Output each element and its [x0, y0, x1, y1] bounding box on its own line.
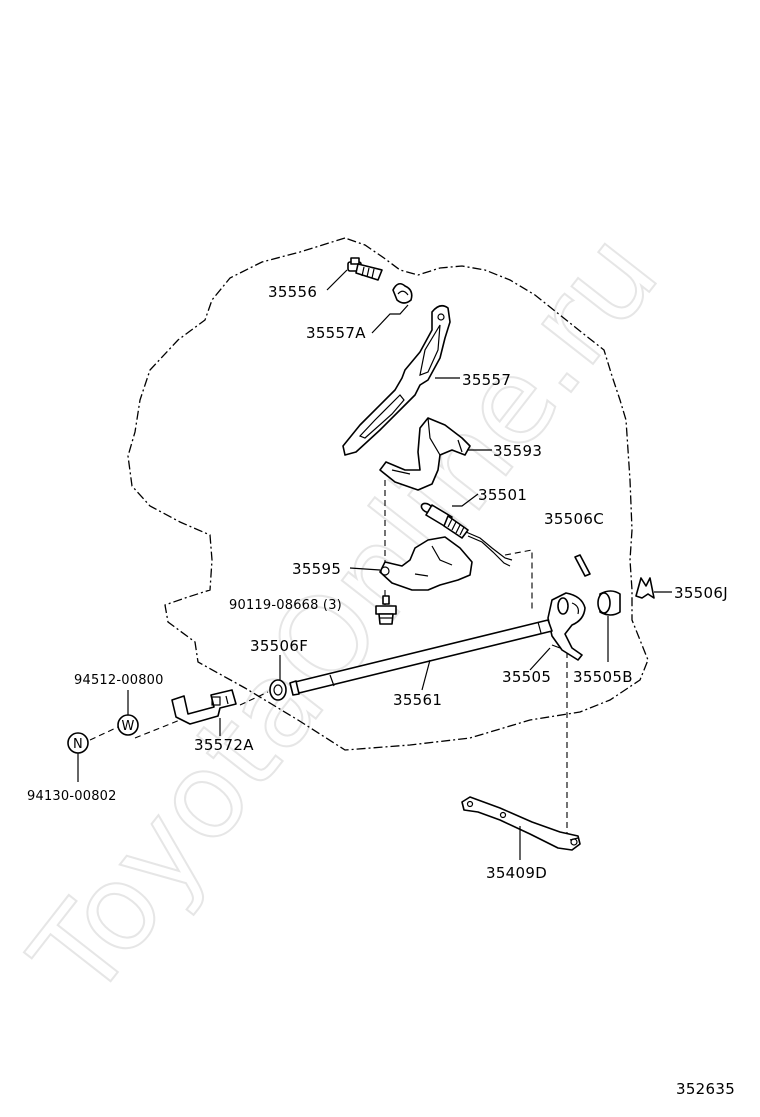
nut-symbol: N — [67, 732, 89, 754]
label-35505: 35505 — [502, 668, 551, 686]
sleeve-35505B — [597, 590, 621, 616]
bracket-35593 — [379, 417, 471, 491]
align-line-5 — [134, 691, 269, 739]
label-94130: 94130-00802 — [27, 789, 117, 804]
transmission-case-outline — [127, 237, 649, 751]
label-94512: 94512-00800 — [74, 673, 164, 688]
label-35506C: 35506C — [544, 510, 604, 528]
nut-symbol-letter: N — [73, 737, 83, 752]
label-35593: 35593 — [493, 442, 542, 460]
bolt-90119 — [375, 595, 397, 625]
bracket-35572A — [171, 689, 237, 725]
label-35557A: 35557A — [306, 324, 366, 342]
label-35501: 35501 — [478, 486, 527, 504]
label-35572A: 35572A — [194, 736, 254, 754]
bolt-35556 — [347, 257, 383, 281]
plate-35557 — [342, 304, 451, 456]
leader-35557A — [371, 304, 409, 334]
leader-35501 — [452, 493, 479, 507]
bracket-35595 — [379, 536, 473, 591]
label-35556: 35556 — [268, 283, 317, 301]
align-line-6 — [89, 726, 119, 741]
label-90119: 90119-08668 (3) — [229, 598, 342, 613]
leader-35505 — [529, 647, 551, 671]
label-35557: 35557 — [462, 371, 511, 389]
label-35506F: 35506F — [250, 637, 308, 655]
washer-symbol-letter: W — [121, 719, 134, 734]
leader-35556 — [326, 269, 348, 291]
clip-35506J — [635, 577, 655, 599]
pin-35506C — [574, 554, 591, 577]
leader-35561 — [421, 659, 431, 691]
seal-35506F — [269, 679, 287, 701]
label-35505B: 35505B — [573, 668, 633, 686]
diagram-id: 352635 — [676, 1080, 735, 1098]
clip-35557A — [392, 282, 413, 304]
label-35409D: 35409D — [486, 864, 547, 882]
shaft-35561 — [289, 619, 553, 696]
lever-35409D — [461, 796, 581, 851]
rod-35501 — [420, 502, 513, 567]
washer-symbol: W — [117, 714, 139, 736]
label-35561: 35561 — [393, 691, 442, 709]
lever-35505 — [547, 592, 586, 661]
label-35595: 35595 — [292, 560, 341, 578]
leader-35595 — [349, 567, 381, 571]
label-35506J: 35506J — [674, 584, 728, 602]
